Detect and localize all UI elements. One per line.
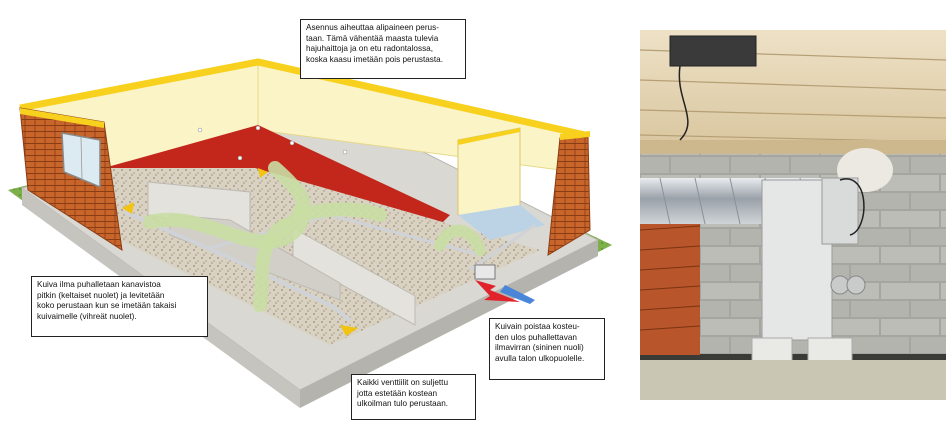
callout-negative-pressure: Asennus aiheuttaa alipaineen perus- taan… (300, 19, 466, 79)
yellow-arrow-1 (122, 202, 134, 214)
corner-room-floor (458, 205, 545, 240)
crawlspace-cutaway-diagram (8, 58, 612, 408)
outlet-port-2 (846, 275, 866, 295)
dryer-unit (474, 264, 496, 280)
green-arrow-2 (268, 161, 387, 228)
yellow-arrow-3 (340, 325, 358, 336)
vent-window (61, 132, 101, 189)
callout-vents-closed: Kaikki venttiilit on suljettu jotta este… (351, 374, 476, 420)
red-arrow (475, 280, 520, 302)
dehumidifier-body (761, 179, 833, 341)
inner-footing-2 (292, 227, 416, 326)
callout-moist-air-out: Kuivain poistaa kosteu- den ulos puhalle… (489, 318, 605, 380)
outlet-port-1 (830, 275, 850, 295)
duct-main (124, 210, 352, 322)
green-arrow-3 (253, 218, 292, 312)
brick-stack (640, 215, 700, 355)
dehumidifier-photo (640, 30, 946, 400)
humidity-sensor (669, 35, 757, 67)
crawlspace-floor (640, 360, 946, 400)
yellow-arrow-2 (258, 168, 268, 178)
blue-arrow (500, 285, 535, 304)
green-arrow-4 (434, 224, 486, 256)
callout-dry-air: Kuiva ilma puhalletaan kanavistoa pitkin… (31, 276, 208, 337)
